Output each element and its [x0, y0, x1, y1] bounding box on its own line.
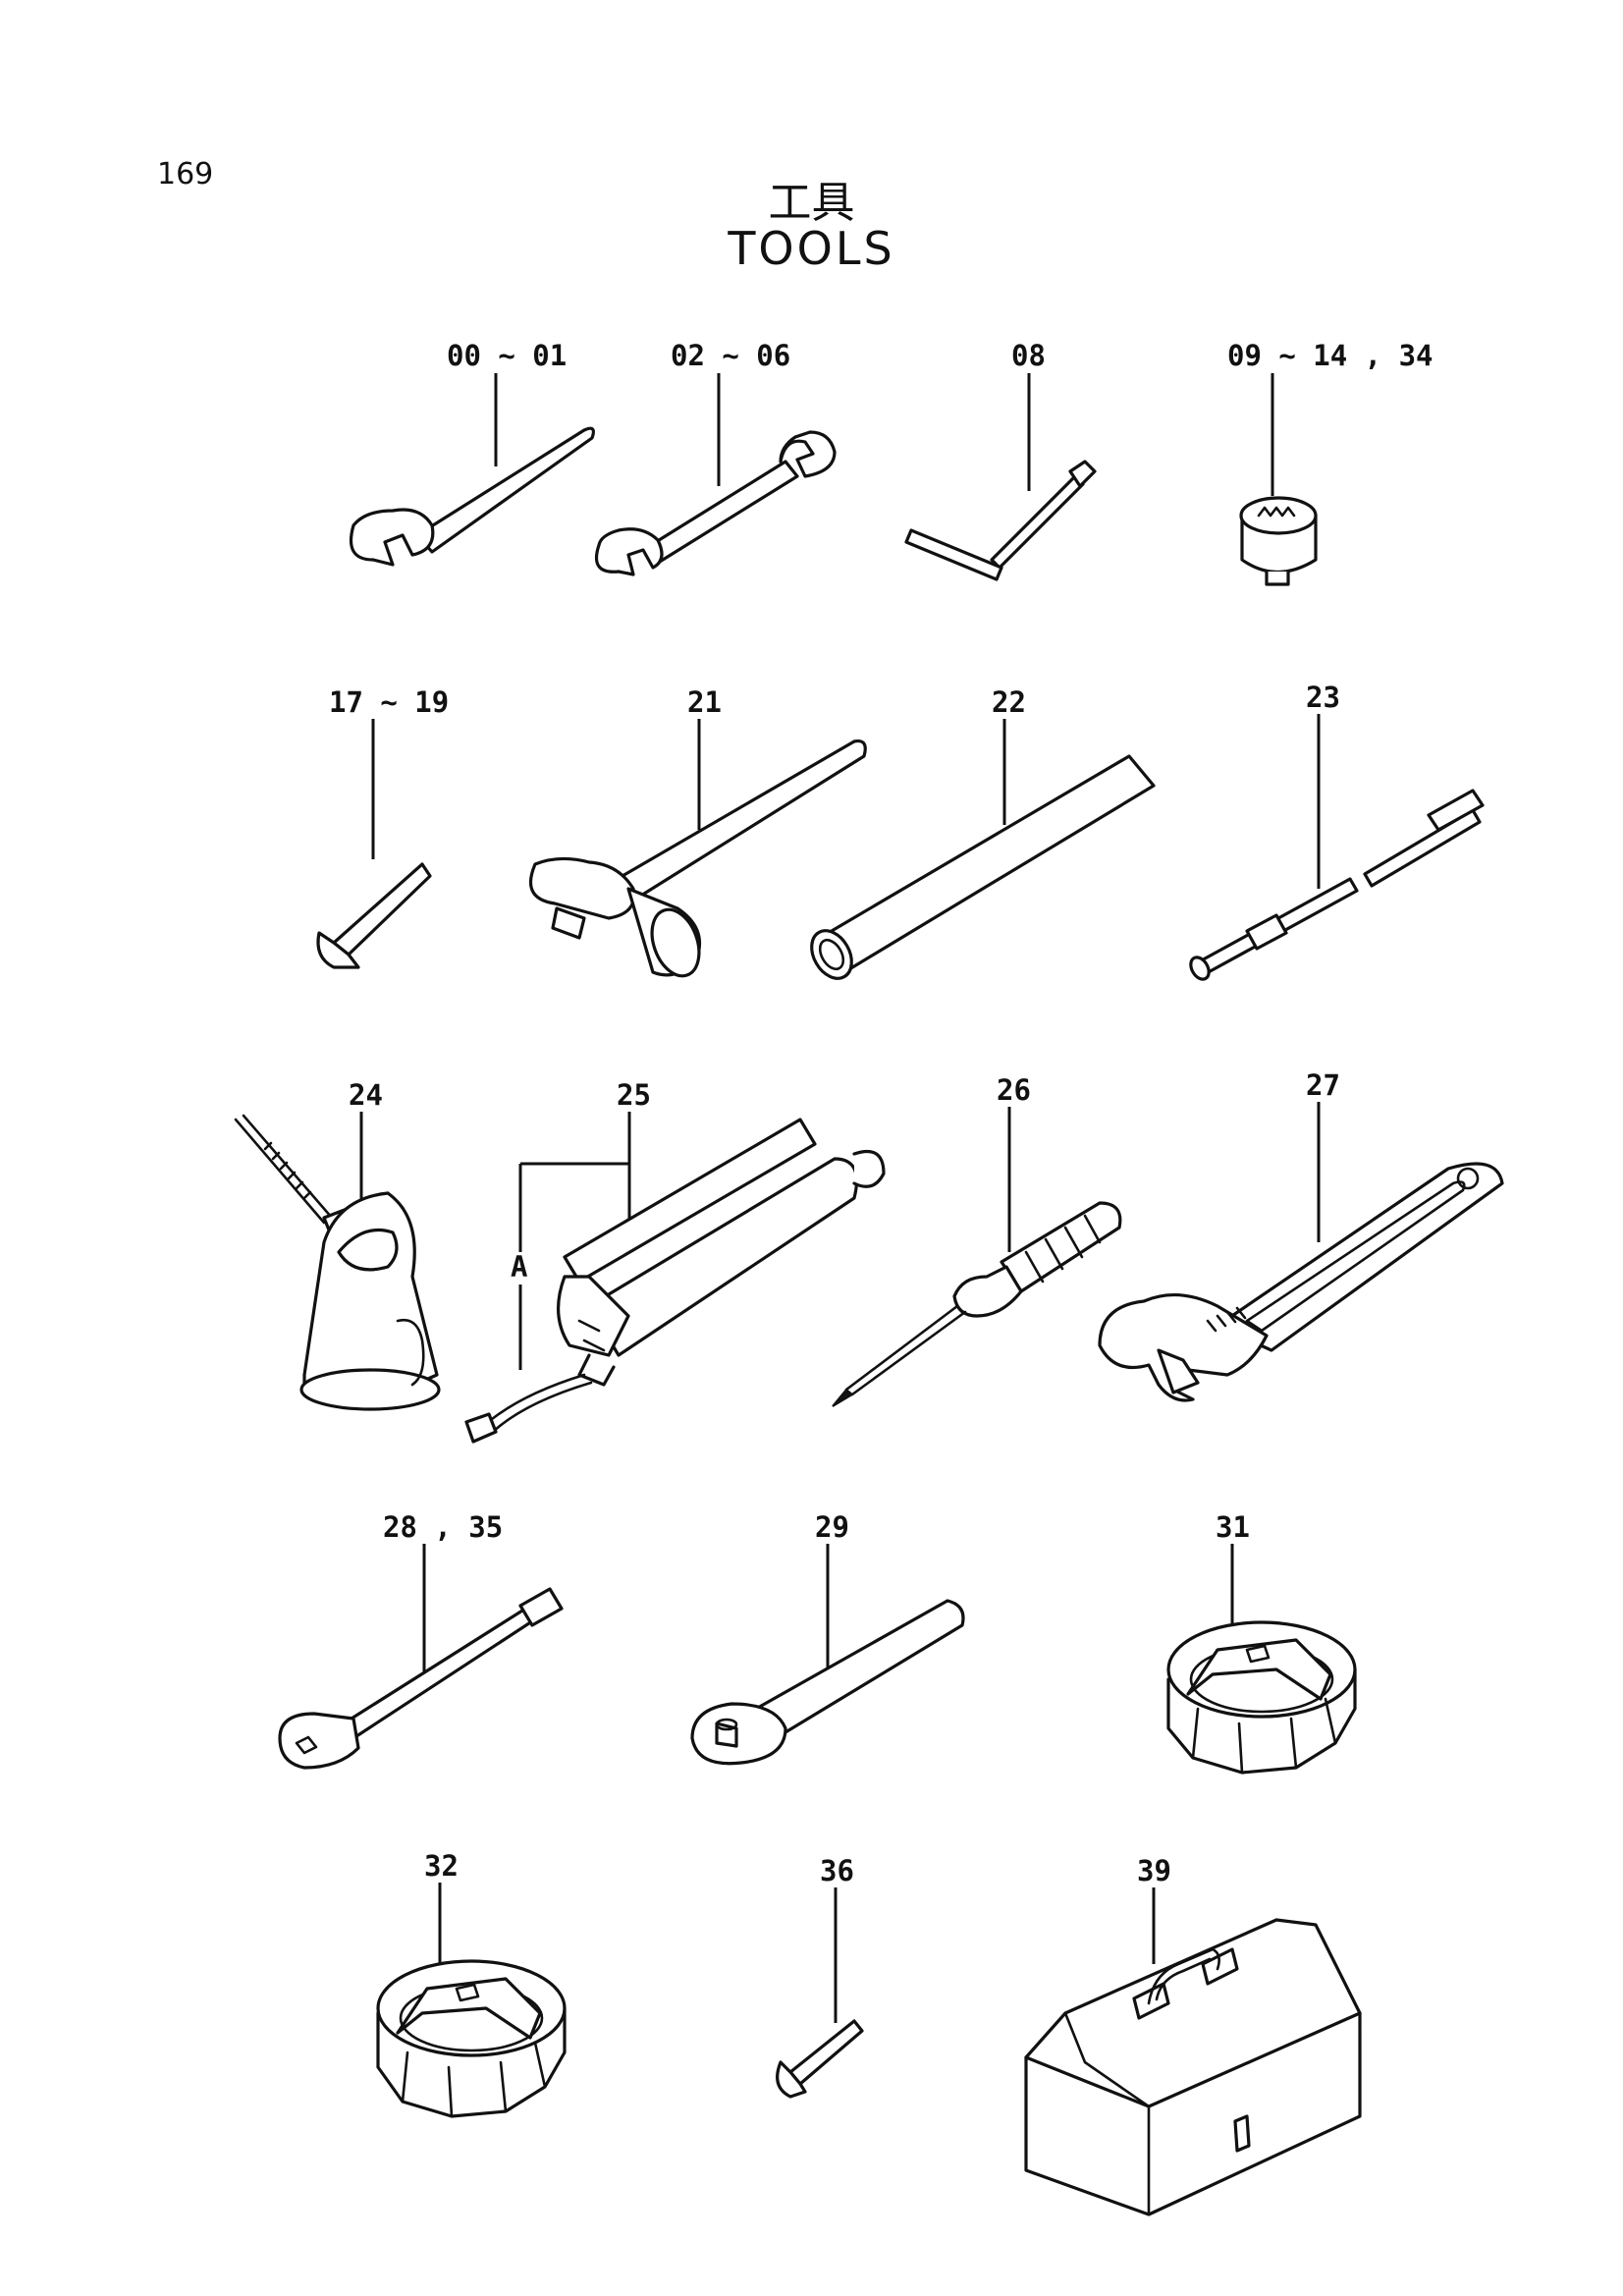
page-number: 169 [157, 157, 214, 191]
callout-36: 36 [820, 1854, 854, 2023]
callout-32: 32 [424, 1849, 459, 1969]
callout-label: 28 , 35 [383, 1510, 503, 1544]
hammer [529, 738, 867, 978]
callout-label: 17 ~ 19 [329, 685, 449, 719]
callout-31: 31 [1216, 1510, 1250, 1635]
toolbox [1024, 1918, 1362, 2216]
callout-label: 02 ~ 06 [671, 339, 790, 372]
callout-label: 22 [992, 685, 1026, 719]
hex-key [316, 862, 432, 969]
callout-25: 25 A [511, 1078, 651, 1370]
callout-label: 26 [997, 1073, 1031, 1107]
callout-24: 24 [349, 1078, 383, 1203]
callout-29: 29 [815, 1510, 849, 1669]
callout-09-14-34: 09 ~ 14 , 34 [1227, 339, 1434, 496]
filter-wrench-small [376, 1959, 567, 2118]
filter-wrench-large [1166, 1620, 1357, 1775]
callout-39: 39 [1137, 1854, 1171, 1964]
callout-label: 32 [424, 1849, 459, 1883]
callout-23: 23 [1306, 681, 1340, 889]
single-open-end-wrench [349, 426, 595, 567]
callout-label: 08 [1011, 339, 1046, 372]
extension-bar [1189, 789, 1485, 981]
adjustable-wrench [1098, 1162, 1504, 1402]
callout-26: 26 [997, 1073, 1031, 1252]
callout-label: 29 [815, 1510, 849, 1544]
callout-label: 24 [349, 1078, 383, 1112]
callout-28-35: 28 , 35 [383, 1510, 503, 1674]
socket-extension [278, 1587, 564, 1770]
l-wrench [776, 2019, 864, 2099]
callout-label: 09 ~ 14 , 34 [1227, 339, 1434, 372]
ratchet-handle [690, 1599, 965, 1766]
double-open-end-wrench [594, 430, 837, 576]
callout-label: 21 [687, 685, 722, 719]
oil-can [234, 1114, 441, 1411]
sub-callout-a: A [511, 1250, 527, 1284]
callout-label: 31 [1216, 1510, 1250, 1544]
screwdriver [832, 1201, 1122, 1407]
t-handle-socket-wrench [904, 460, 1097, 581]
callout-02-06: 02 ~ 06 [671, 339, 790, 486]
callout-label: 27 [1306, 1068, 1340, 1102]
callout-label: 23 [1306, 681, 1340, 714]
callout-22: 22 [992, 685, 1026, 825]
callout-27: 27 [1306, 1068, 1340, 1242]
callout-label: 36 [820, 1854, 854, 1887]
title-english: TOOLS [728, 222, 895, 275]
title-japanese: 工具 [768, 178, 855, 228]
socket-wrench-head [1239, 496, 1318, 586]
callout-label: 25 [617, 1078, 651, 1112]
callout-00-01: 00 ~ 01 [447, 339, 567, 466]
callout-label: 00 ~ 01 [447, 339, 567, 372]
callout-08: 08 [1011, 339, 1046, 491]
grease-gun [464, 1118, 886, 1444]
callout-label: 39 [1137, 1854, 1171, 1887]
callout-21: 21 [687, 685, 722, 830]
extension-pipe [810, 754, 1156, 980]
callout-17-19: 17 ~ 19 [329, 685, 449, 859]
